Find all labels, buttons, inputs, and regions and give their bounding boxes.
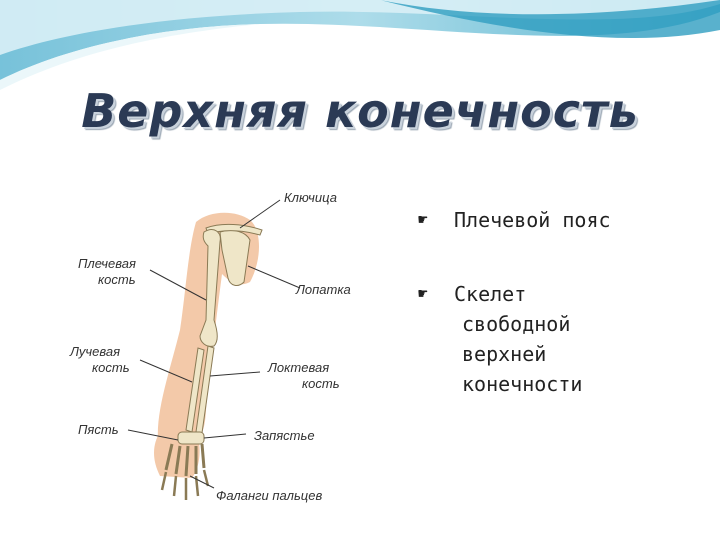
leader-lines — [127, 199, 301, 489]
arm-skeleton-diagram: Ключица Плечевая кость Лопатка Лучевая к… — [0, 170, 400, 540]
label-pyast: Пясть — [78, 422, 119, 437]
metacarpals — [164, 443, 206, 477]
header-wave-decoration — [0, 0, 720, 90]
label-luchevaya-1: Лучевая — [70, 344, 121, 359]
label-luchevaya-2: кость — [92, 360, 130, 375]
label-loktevaya-2: кость — [302, 376, 340, 391]
bullet-text: Плечевой пояс — [454, 208, 611, 232]
arm-bones — [160, 223, 263, 500]
label-klyuchitsa: Ключица — [284, 190, 337, 205]
bullet-text-continuation: свободной — [462, 312, 571, 336]
label-plechevaya-2: кость — [98, 272, 136, 287]
label-loktevaya-1: Локтевая — [268, 360, 330, 375]
bullet-text: Скелет — [454, 282, 527, 306]
slide-title: Верхняя конечность — [81, 84, 639, 138]
arm-illustration — [127, 199, 301, 500]
carpals — [177, 431, 205, 445]
label-zapyastye: Запястье — [254, 428, 315, 443]
humerus — [199, 229, 221, 347]
label-lopatka: Лопатка — [296, 282, 351, 297]
bullet-list: ☛ Плечевой пояс ☛ Скелет свободной верхн… — [418, 205, 718, 399]
pointing-hand-icon: ☛ — [418, 210, 428, 229]
bullet-item: ☛ Скелет свободной верхней конечности — [418, 279, 718, 399]
bullet-text-continuation: конечности — [462, 372, 583, 396]
bullet-item: ☛ Плечевой пояс — [418, 205, 718, 235]
phalanges — [160, 469, 210, 500]
label-plechevaya-1: Плечевая — [78, 256, 136, 271]
bullet-text-continuation: верхней — [462, 342, 547, 366]
clavicle — [205, 223, 263, 236]
pointing-hand-icon: ☛ — [418, 284, 428, 303]
label-falangi: Фаланги пальцев — [216, 488, 323, 503]
